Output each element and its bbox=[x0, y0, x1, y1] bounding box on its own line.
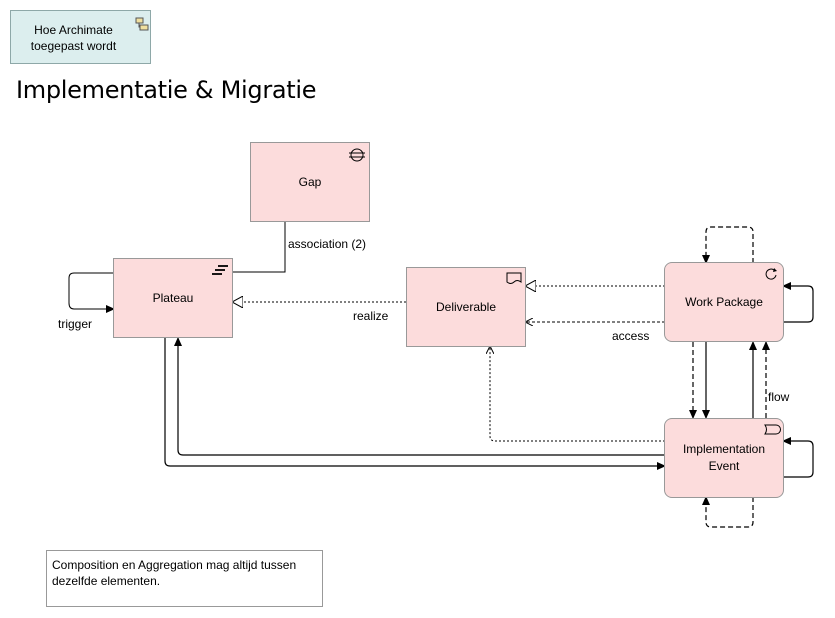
note-text: Composition en Aggregation mag altijd tu… bbox=[52, 558, 297, 588]
trigger-event-to-plateau bbox=[174, 337, 665, 456]
access-line-event bbox=[490, 346, 665, 442]
implementation-event-element[interactable]: Implementation Event bbox=[664, 418, 784, 498]
view-reference-label: Hoe Archimate toegepast wordt bbox=[30, 23, 117, 53]
access-label: access bbox=[612, 329, 650, 343]
deliverable-label: Deliverable bbox=[435, 299, 497, 314]
wp-trigger-loop-right bbox=[782, 282, 814, 323]
view-reference-box[interactable]: Hoe Archimate toegepast wordt bbox=[10, 10, 151, 64]
trigger-plateau-to-event bbox=[164, 338, 666, 470]
work-package-element[interactable]: Work Package bbox=[664, 262, 784, 342]
work-package-icon bbox=[765, 268, 777, 280]
plateau-label: Plateau bbox=[152, 290, 194, 305]
flow-label: flow bbox=[768, 390, 790, 404]
realize-label: realize bbox=[353, 309, 389, 323]
event-trigger-loop-right bbox=[782, 437, 814, 478]
gap-element[interactable]: Gap bbox=[250, 142, 370, 222]
trigger-self-loop bbox=[68, 272, 115, 313]
deliverable-icon bbox=[506, 272, 522, 284]
wp-flow-loop-top bbox=[702, 226, 754, 264]
event-icon bbox=[764, 424, 781, 435]
deliverable-element[interactable]: Deliverable bbox=[406, 267, 526, 347]
trigger-label: trigger bbox=[58, 317, 93, 331]
event-flow-loop-bottom bbox=[702, 496, 754, 528]
note-box[interactable]: Composition en Aggregation mag altijd tu… bbox=[46, 550, 323, 607]
work-package-label: Work Package bbox=[685, 294, 763, 309]
gap-icon bbox=[349, 148, 365, 162]
page-title: Implementatie & Migratie bbox=[16, 76, 317, 104]
plateau-icon bbox=[212, 265, 228, 275]
gap-label: Gap bbox=[298, 174, 322, 189]
plateau-element[interactable]: Plateau bbox=[113, 258, 233, 338]
association-label: association (2) bbox=[288, 237, 367, 251]
implementation-event-label: Implementation Event bbox=[682, 442, 766, 473]
association-line bbox=[232, 221, 286, 273]
component-icon bbox=[135, 17, 149, 31]
